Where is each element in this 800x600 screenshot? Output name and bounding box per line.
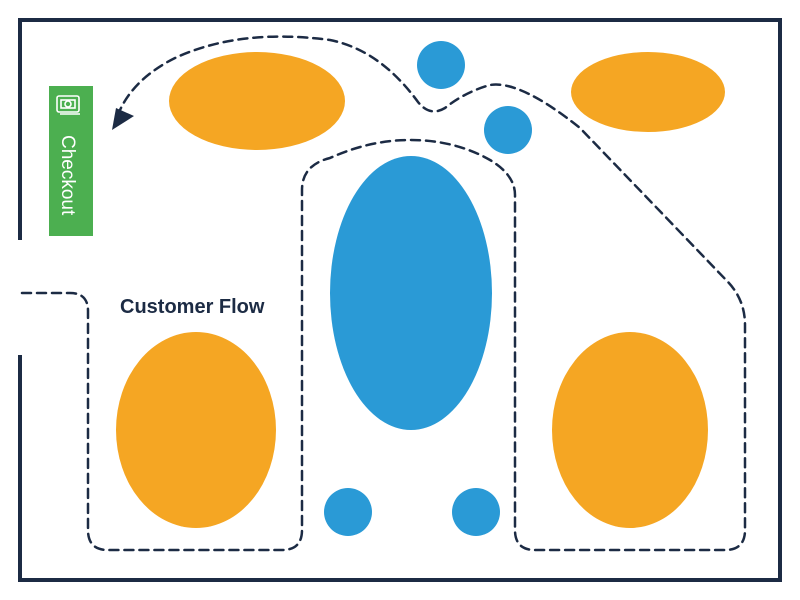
blue-fixture-small-bottom-right (452, 488, 500, 536)
blue-fixture-small-bottom-left (324, 488, 372, 536)
flow-arrowhead (112, 108, 134, 130)
customer-flow-path (20, 35, 747, 552)
orange-fixture-bottom-left (116, 332, 276, 528)
store-wall (18, 18, 782, 582)
cash-register-icon (56, 95, 80, 115)
checkout-counter: Checkout (49, 86, 93, 236)
blue-fixture-center (330, 156, 492, 430)
customer-flow-label: Customer Flow (120, 296, 265, 318)
blue-fixture-small-top (417, 41, 465, 89)
orange-fixture-bottom-right (552, 332, 708, 528)
orange-fixture-top-right (571, 52, 725, 132)
checkout-label: Checkout (57, 135, 78, 216)
orange-fixture-top-left (169, 52, 345, 150)
blue-fixture-small-mid (484, 106, 532, 154)
